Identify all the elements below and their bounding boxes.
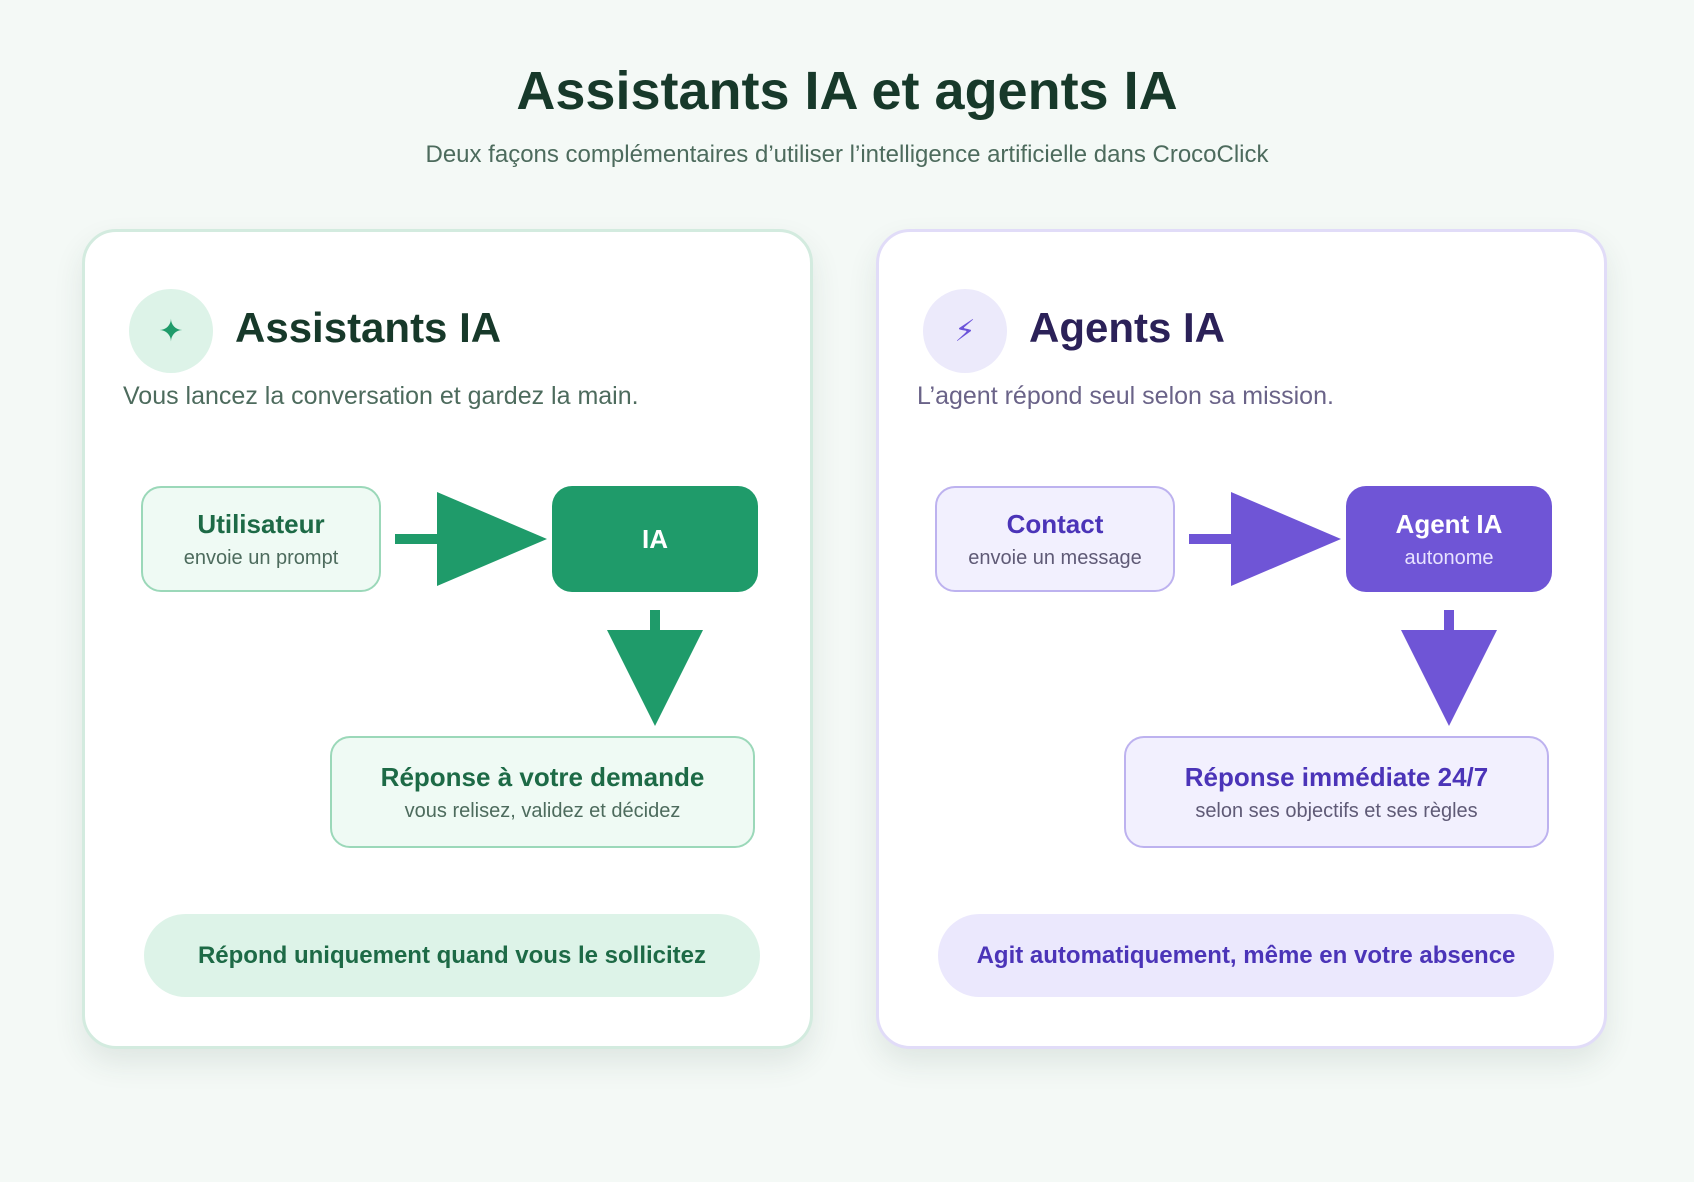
page-subtitle: Deux façons complémentaires d’utiliser l… [425,141,1269,168]
assistants-card: ✦ Assistants IA Vous lancez la conversat… [82,229,813,1049]
agents-summary-pill: Agit automatiquement, même en votre abse… [938,914,1554,997]
agent-node-title: Agent IA [1395,509,1503,540]
ai-node-title: IA [642,523,668,554]
sparkle-icon: ✦ [129,289,213,373]
arrow-down-head [1401,630,1497,726]
assistants-title: Assistants IA [235,304,502,351]
ai-node: IA [552,486,758,592]
user-node-title: Utilisateur [197,509,325,540]
agent-node: Agent IA autonome [1346,486,1552,592]
contact-node: Contact envoie un message [935,486,1175,592]
user-node: Utilisateur envoie un prompt [141,486,381,592]
arrow-right-head [1231,492,1341,586]
agents-flow-arrows [1189,492,1497,726]
contact-node-subtitle: envoie un message [968,546,1142,569]
lightning-icon: ⚡ [923,289,1007,373]
arrow-right-head [437,492,547,586]
assistant-response-title: Réponse à votre demande [380,762,705,793]
agent-response-title: Réponse immédiate 24/7 [1184,762,1489,793]
assistants-description: Vous lancez la conversation et gardez la… [123,382,639,410]
page-title: Assistants IA et agents IA [516,61,1178,121]
agents-title: Agents IA [1029,304,1226,351]
arrow-down-head [607,630,703,726]
contact-node-title: Contact [1006,509,1104,540]
agents-description: L’agent répond seul selon sa mission. [917,382,1334,410]
agent-response-subtitle: selon ses objectifs et ses règles [1195,799,1478,822]
agent-response-node: Réponse immédiate 24/7 selon ses objecti… [1124,736,1549,848]
assistant-response-node: Réponse à votre demande vous relisez, va… [330,736,755,848]
assistants-summary-pill: Répond uniquement quand vous le sollicit… [144,914,760,997]
assistant-response-subtitle: vous relisez, validez et décidez [404,799,681,822]
agents-card: ⚡ Agents IA L’agent répond seul selon sa… [876,229,1607,1049]
assistants-flow-arrows [395,492,703,726]
user-node-subtitle: envoie un prompt [183,546,339,569]
agent-node-subtitle: autonome [1404,546,1494,569]
